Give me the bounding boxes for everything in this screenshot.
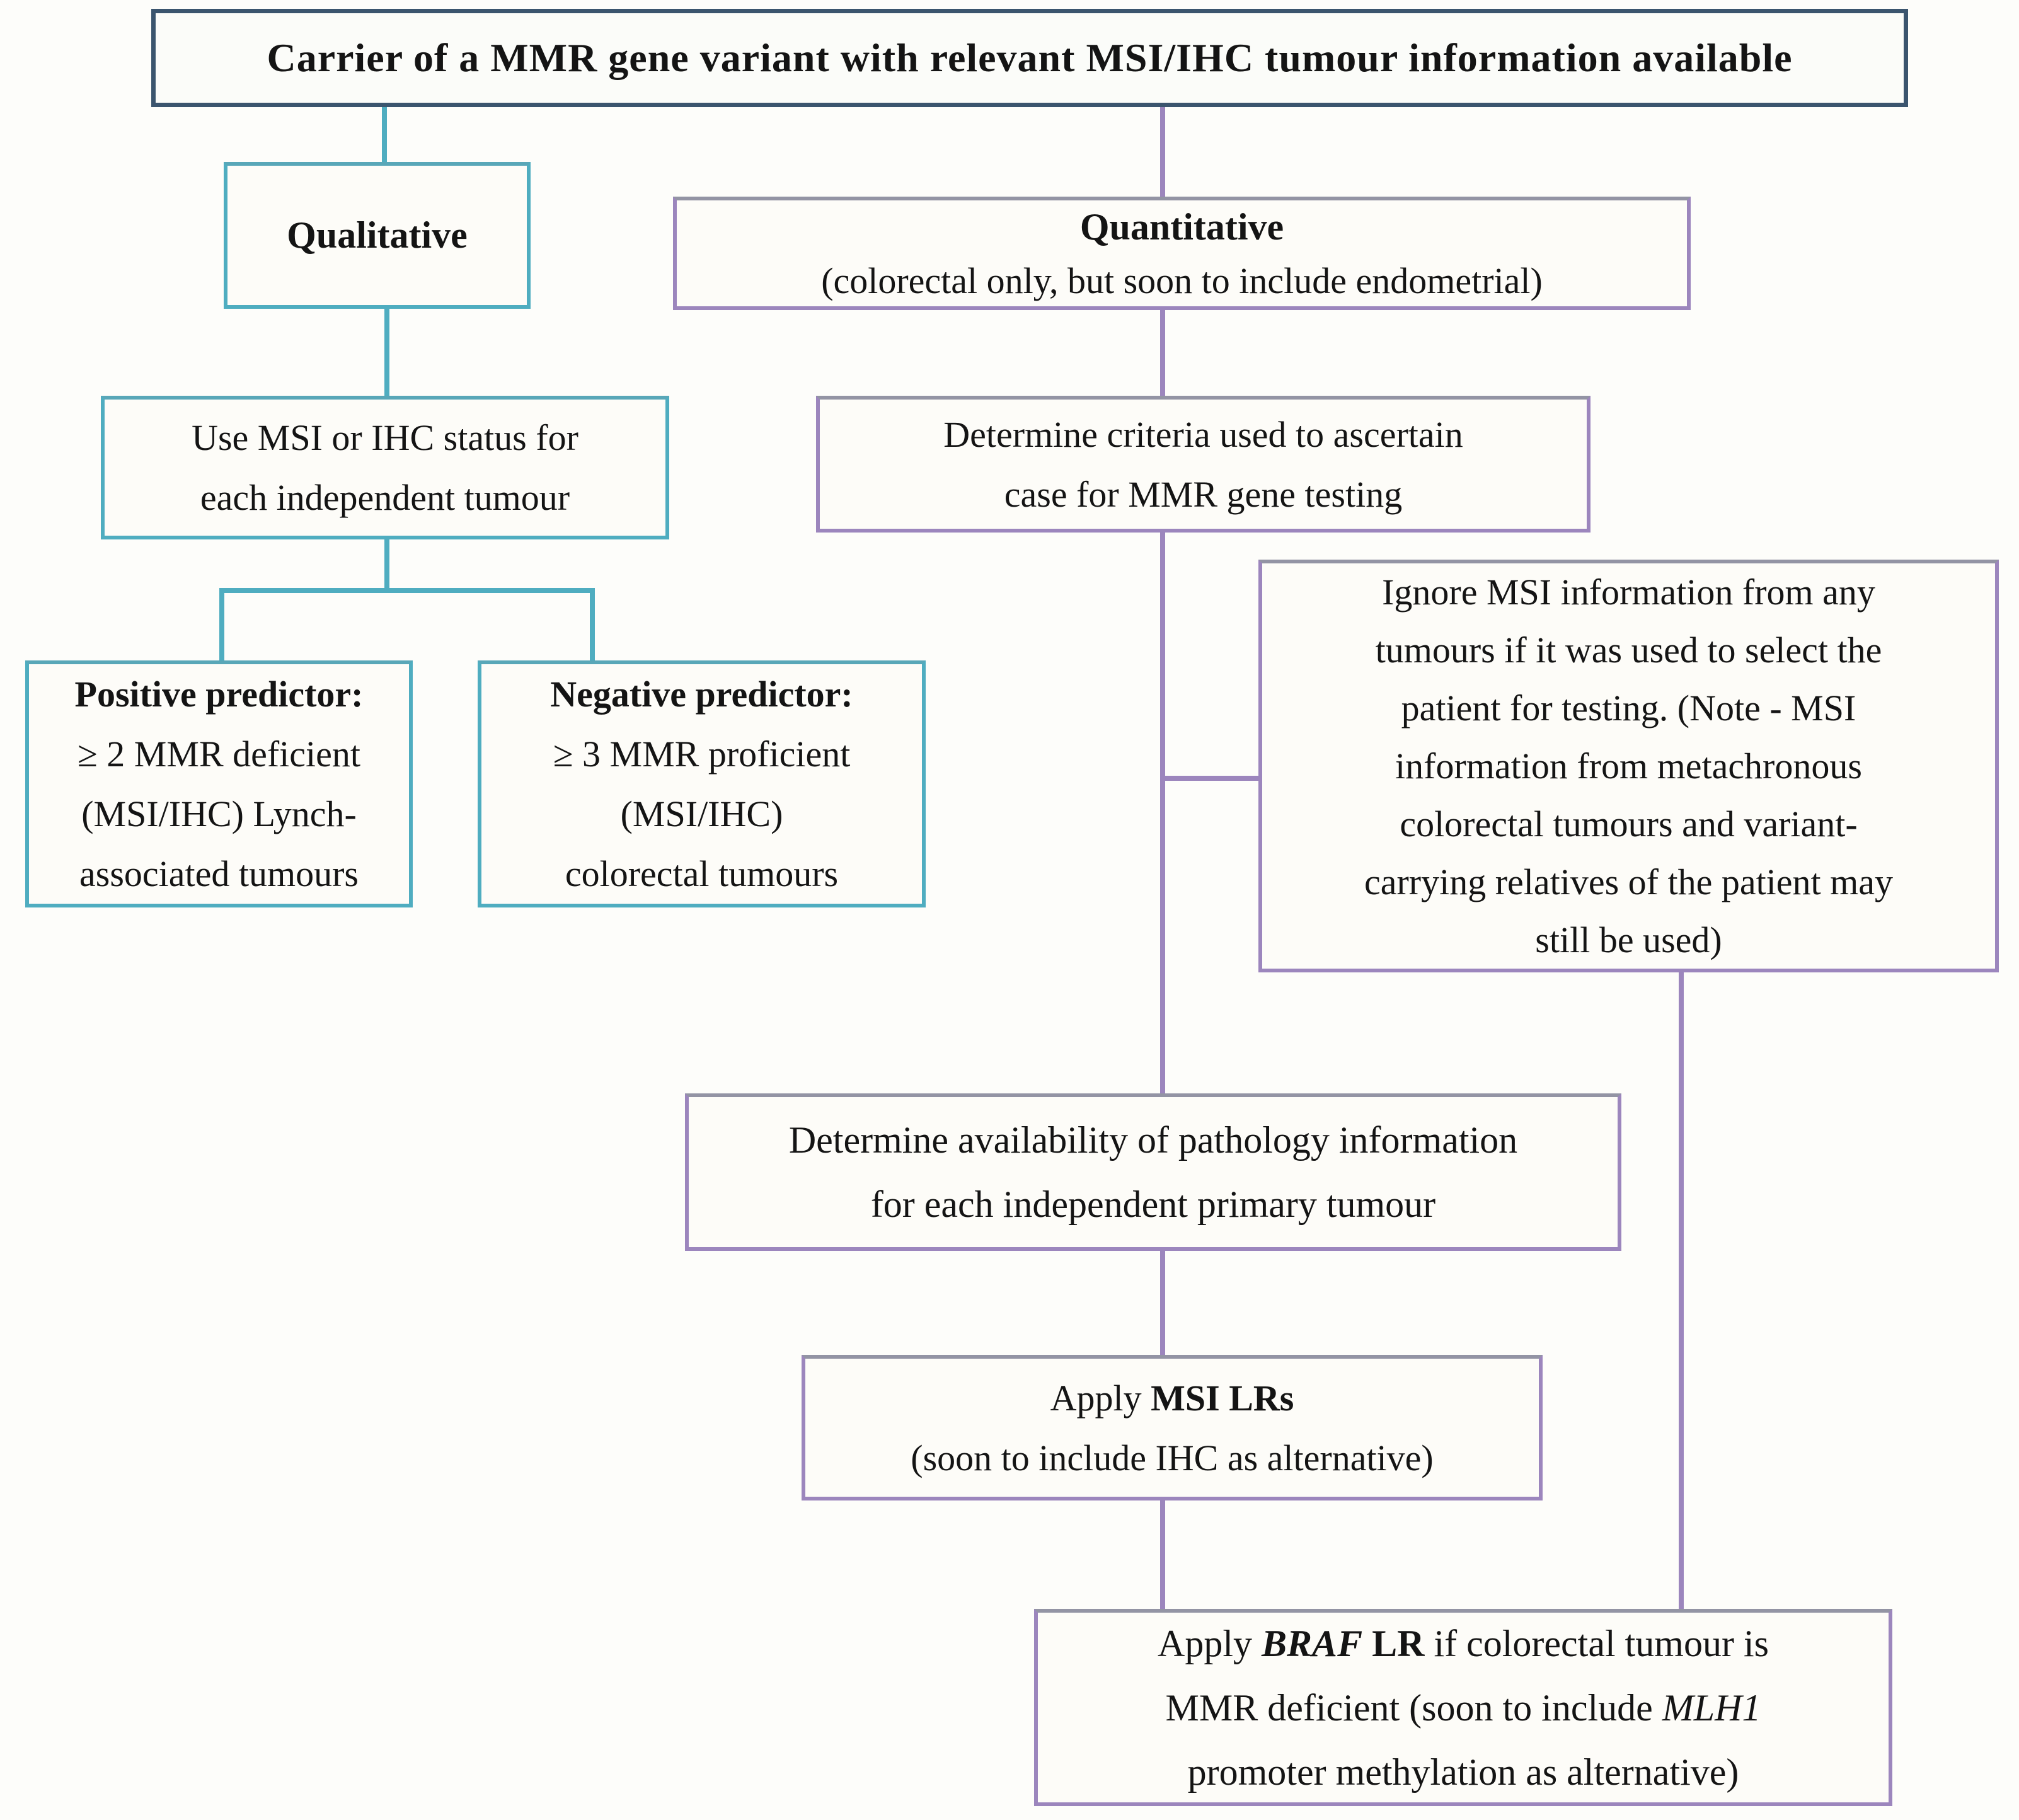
braf-lr-label: LR [1362, 1622, 1425, 1664]
node-braf-line1: Apply BRAF LR if colorectal tumour is [1158, 1611, 1769, 1676]
node-quantitative-subtitle: (colorectal only, but soon to include en… [821, 260, 1543, 301]
msi-lr-line1-bold: MSI LRs [1151, 1377, 1294, 1419]
node-pathology-line1: Determine availability of pathology info… [788, 1119, 1518, 1161]
node-quantitative-title: Quantitative [1079, 206, 1284, 248]
node-msi-lr-line2: (soon to include IHC as alternative) [911, 1437, 1434, 1478]
connector-quantitative-to-criteria [1160, 309, 1165, 400]
node-negative-line3: (MSI/IHC) [620, 793, 783, 834]
node-use-msi: Use MSI or IHC status for each independe… [101, 396, 669, 539]
node-negative-line4: colorectal tumours [565, 853, 839, 894]
node-positive-line4: associated tumours [79, 853, 359, 894]
node-positive-title: Positive predictor: [74, 674, 364, 715]
node-positive-line2: ≥ 2 MMR deficient [77, 734, 361, 775]
braf-gene-label: BRAF [1262, 1622, 1363, 1664]
connector-split-to-positive [219, 588, 224, 664]
node-msi-lr-line1: Apply MSI LRs [1050, 1368, 1294, 1428]
node-apply-msi-lrs: Apply MSI LRs (soon to include IHC as al… [802, 1355, 1543, 1500]
connector-ignore-to-braf [1679, 970, 1684, 1613]
connector-split-to-negative [590, 588, 595, 664]
connector-msilr-to-braf [1160, 1499, 1165, 1613]
connector-root-to-quantitative [1160, 106, 1165, 200]
connector-usemsi-down-stub [384, 537, 389, 593]
node-pathology-availability: Determine availability of pathology info… [685, 1093, 1621, 1251]
connector-split-bar [219, 588, 595, 593]
node-ignore-msi-note: Ignore MSI information from any tumours … [1258, 560, 1999, 972]
node-positive-predictor: Positive predictor: ≥ 2 MMR deficient (M… [25, 660, 413, 907]
node-use-msi-line2: each independent tumour [200, 477, 570, 518]
node-criteria-line2: case for MMR gene testing [1004, 473, 1403, 515]
node-braf-line3: promoter methylation as alternative) [1187, 1751, 1739, 1793]
node-quantitative: Quantitative (colorectal only, but soon … [673, 197, 1691, 310]
node-negative-line2: ≥ 3 MMR proficient [553, 734, 851, 775]
connector-pathology-to-msilr [1160, 1250, 1165, 1357]
msi-lr-line1-pre: Apply [1050, 1377, 1151, 1419]
node-ignore-line2: tumours if it was used to select the [1375, 629, 1882, 671]
node-apply-braf-lr: Apply BRAF LR if colorectal tumour is MM… [1034, 1609, 1892, 1806]
connector-criteria-to-pathology [1160, 531, 1165, 1097]
braf-line2-a: MMR deficient (soon to include [1165, 1686, 1662, 1729]
node-ignore-line4: information from metachronous [1395, 745, 1862, 786]
node-negative-title: Negative predictor: [550, 674, 853, 715]
braf-line1-a: Apply [1158, 1622, 1262, 1664]
node-pathology-line2: for each independent primary tumour [870, 1184, 1436, 1225]
node-braf-line2: MMR deficient (soon to include MLH1 [1166, 1676, 1761, 1740]
connector-qualitative-to-usemsi [384, 306, 389, 400]
node-root: Carrier of a MMR gene variant with relev… [151, 9, 1908, 107]
braf-line1-d: if colorectal tumour is [1424, 1622, 1769, 1664]
node-ignore-line7: still be used) [1535, 919, 1722, 960]
node-qualitative: Qualitative [224, 162, 531, 309]
node-ignore-line1: Ignore MSI information from any [1382, 571, 1875, 613]
mlh1-gene-label: MLH1 [1662, 1686, 1761, 1729]
connector-root-to-qualitative [382, 106, 387, 166]
node-ignore-line5: colorectal tumours and variant- [1400, 803, 1858, 844]
node-qualitative-label: Qualitative [287, 214, 468, 256]
node-criteria-line1: Determine criteria used to ascertain [943, 413, 1463, 455]
node-determine-criteria: Determine criteria used to ascertain cas… [816, 396, 1590, 533]
node-positive-line3: (MSI/IHC) Lynch- [81, 793, 357, 834]
connector-branch-to-ignore [1163, 776, 1262, 781]
node-use-msi-line1: Use MSI or IHC status for [192, 417, 578, 458]
node-ignore-line6: carrying relatives of the patient may [1364, 861, 1894, 902]
node-negative-predictor: Negative predictor: ≥ 3 MMR proficient (… [478, 660, 926, 907]
node-ignore-line3: patient for testing. (Note - MSI [1401, 687, 1856, 729]
node-root-title: Carrier of a MMR gene variant with relev… [267, 35, 1793, 80]
